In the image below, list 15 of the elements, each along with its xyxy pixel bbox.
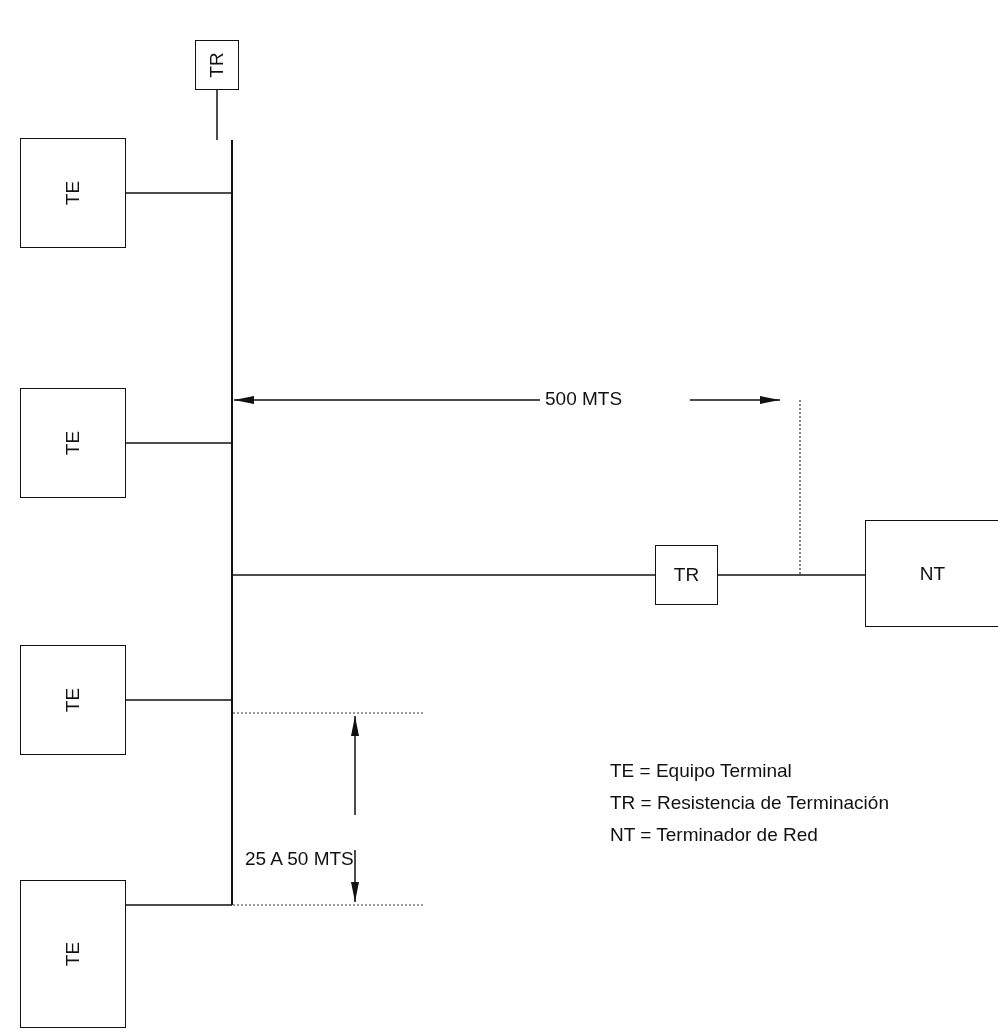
device-box: NT	[865, 520, 998, 627]
device-box: TE	[20, 138, 126, 248]
connector-line	[125, 904, 233, 906]
connector-line	[231, 574, 656, 576]
connector-line	[125, 699, 233, 701]
connector-line	[125, 192, 233, 194]
connector-line	[717, 574, 866, 576]
device-box: TR	[195, 40, 239, 90]
bus-line	[231, 140, 233, 905]
device-box: TR	[655, 545, 718, 605]
device-box: TE	[20, 388, 126, 498]
connector-line	[216, 89, 218, 141]
connector-line	[125, 442, 233, 444]
device-box: TE	[20, 880, 126, 1028]
device-box: TE	[20, 645, 126, 755]
